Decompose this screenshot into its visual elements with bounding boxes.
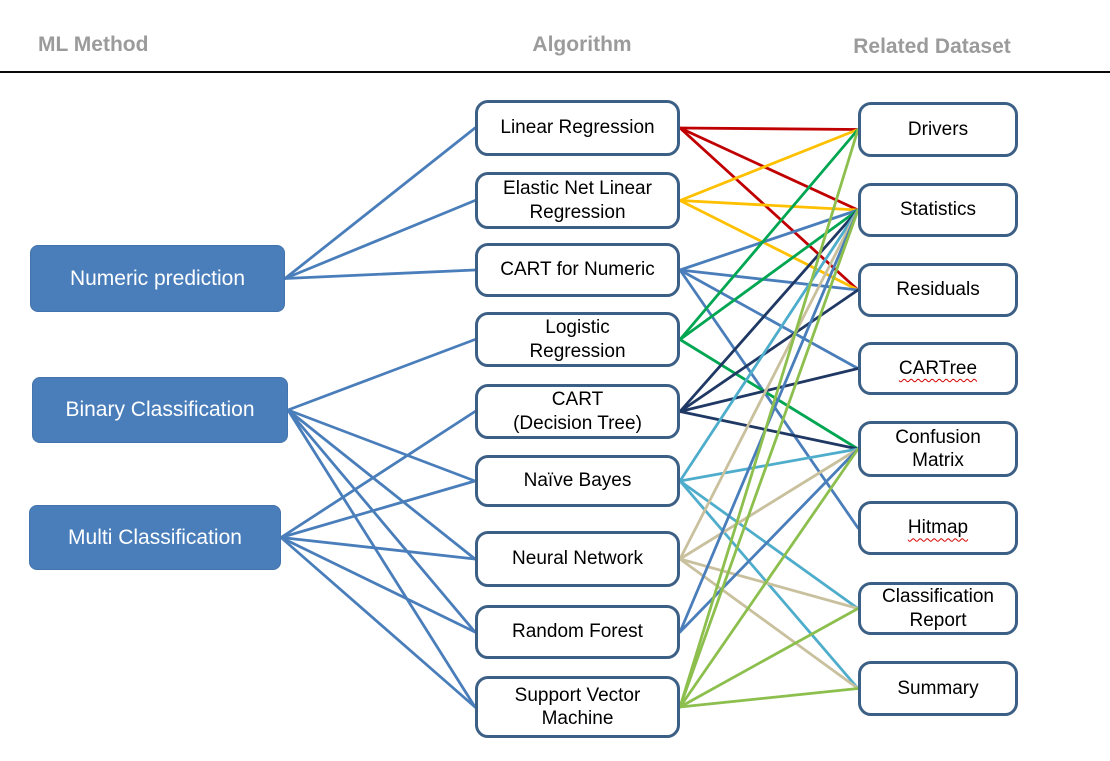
dataset-node-cartree: CARTree [858, 342, 1018, 395]
method-node-numeric-prediction: Numeric prediction [30, 245, 285, 312]
column-header-ml-method: ML Method [38, 33, 149, 56]
column-header-related-dataset: Related Dataset [853, 35, 1011, 58]
dataset-node-summary: Summary [858, 661, 1018, 716]
algorithm-node-elastic-net-linear-regression: Elastic Net Linear Regression [475, 172, 680, 229]
dataset-node-label: Residuals [896, 279, 980, 301]
dataset-node-confusion-matrix: Confusion Matrix [858, 421, 1018, 477]
dataset-node-label: Statistics [899, 199, 977, 221]
dataset-node-hitmap: Hitmap [858, 501, 1018, 555]
algorithm-node-label: Logistic Regression [529, 317, 626, 362]
dataset-node-label: Classification Report [882, 586, 994, 631]
algorithm-node-label: Random Forest [512, 621, 643, 643]
dataset-node-drivers: Drivers [858, 102, 1018, 157]
dataset-node-label: Drivers [907, 118, 969, 140]
dataset-node-statistics: Statistics [858, 183, 1018, 237]
algorithm-node-cart-decision-tree: CART (Decision Tree) [475, 384, 680, 439]
algorithm-node-linear-regression: Linear Regression [475, 100, 680, 156]
algorithm-node-label: CART (Decision Tree) [513, 389, 642, 434]
dataset-node-label: Confusion Matrix [895, 426, 981, 471]
algorithm-node-support-vector-machine: Support Vector Machine [475, 676, 680, 738]
algorithm-node-label: Support Vector Machine [514, 684, 641, 729]
header-divider-line [0, 71, 1110, 73]
algorithm-node-naive-bayes: Naïve Bayes [475, 455, 680, 507]
column-header-algorithm: Algorithm [532, 33, 632, 56]
algorithm-node-label: Linear Regression [500, 117, 655, 139]
algorithm-node-random-forest: Random Forest [475, 605, 680, 659]
algorithm-node-label: CART for Numeric [500, 259, 655, 281]
algorithm-node-logistic-regression: Logistic Regression [475, 312, 680, 367]
algorithm-node-label: Neural Network [512, 548, 643, 570]
method-node-multi-classification: Multi Classification [29, 505, 281, 570]
algorithm-node-cart-for-numeric: CART for Numeric [475, 243, 680, 297]
method-node-label: Binary Classification [65, 398, 255, 422]
algorithm-node-neural-network: Neural Network [475, 531, 680, 587]
dataset-node-label: Summary [897, 677, 979, 699]
dataset-node-label: CARTree [898, 357, 978, 379]
dataset-node-classification-report: Classification Report [858, 582, 1018, 635]
method-node-label: Multi Classification [68, 525, 242, 549]
dataset-node-residuals: Residuals [858, 263, 1018, 317]
algorithm-node-label: Elastic Net Linear Regression [503, 178, 652, 223]
algorithm-node-label: Naïve Bayes [523, 470, 632, 492]
method-node-binary-classification: Binary Classification [32, 377, 288, 443]
dataset-node-label: Hitmap [907, 517, 969, 539]
method-node-label: Numeric prediction [69, 266, 246, 290]
